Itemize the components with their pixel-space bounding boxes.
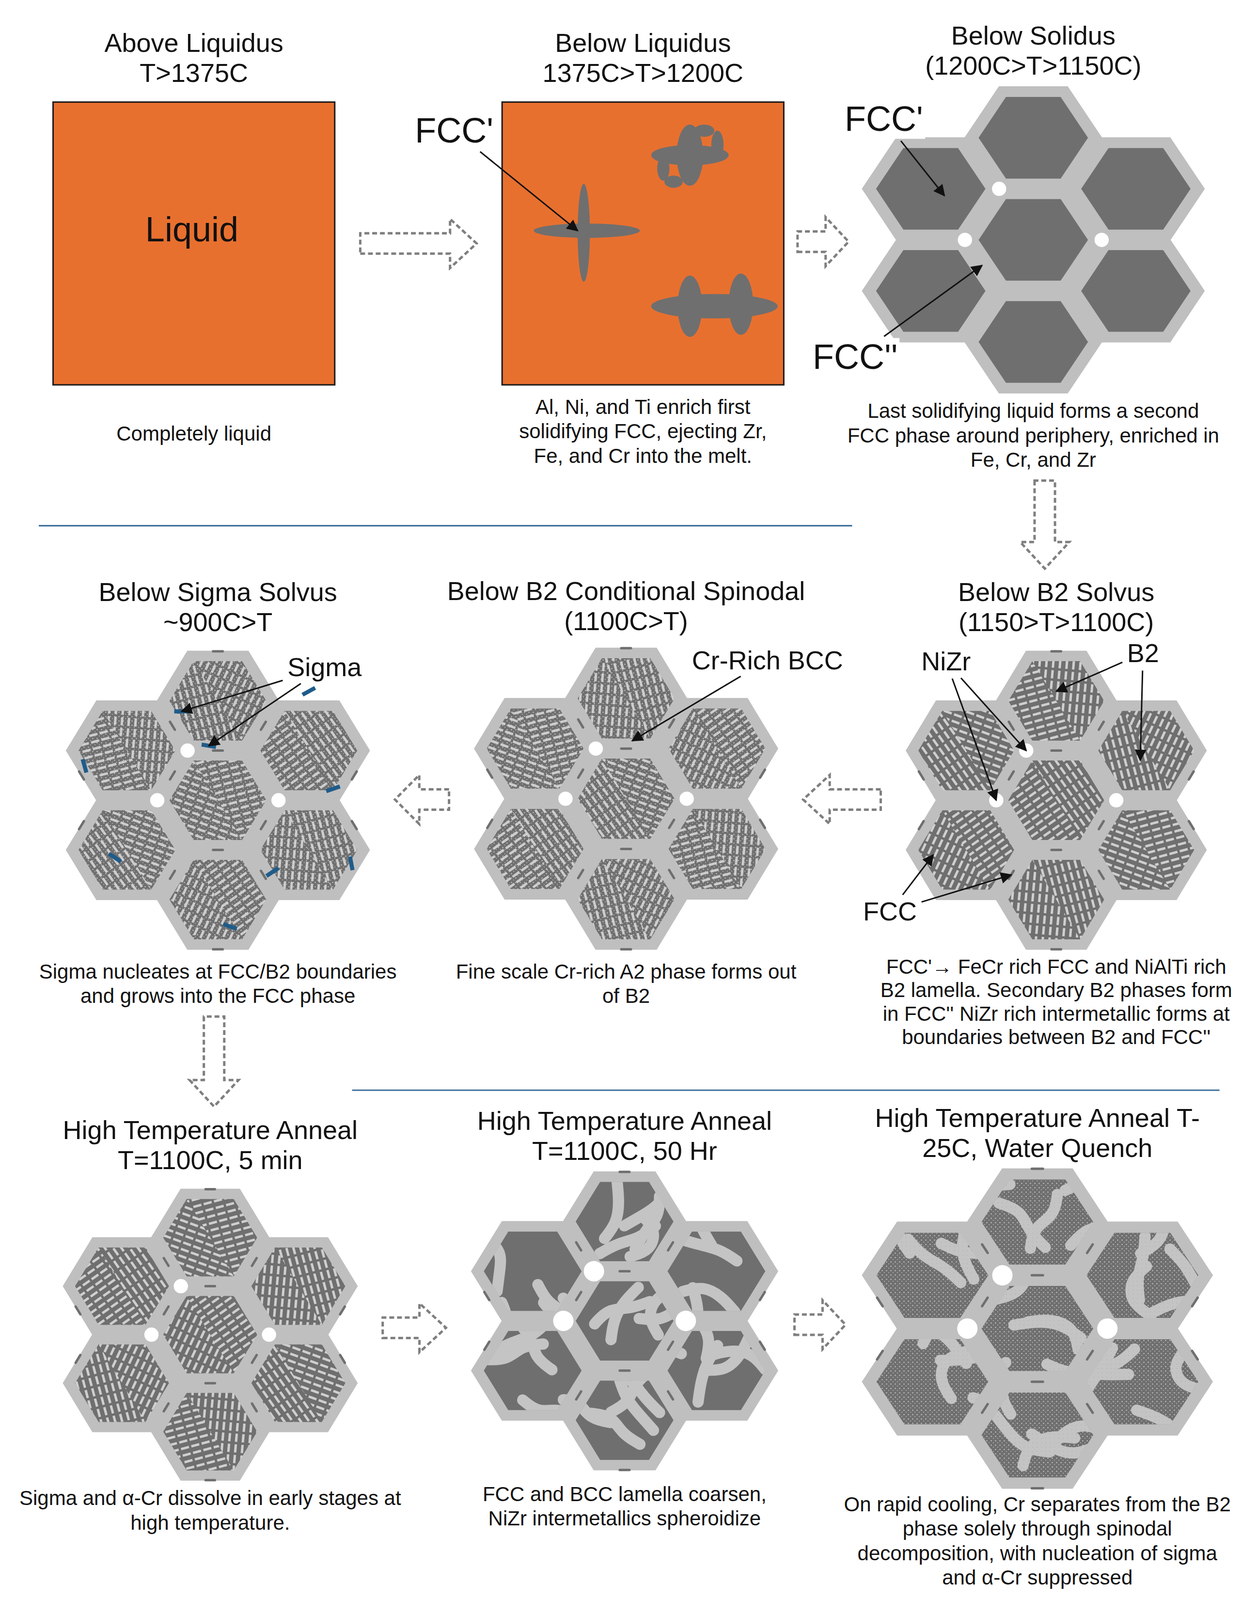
phase-label: FCC'' [810,338,900,377]
separator-line [352,1089,1220,1091]
nizr-particle [991,181,1007,196]
stage-panel: High Temperature Anneal T-25C, Water Que… [862,1168,1213,1488]
stage-caption: Al, Ni, and Ti enrich first solidifying … [507,394,779,469]
leader-line [902,854,934,896]
leader-line [960,677,1027,751]
phase-label: Sigma [285,653,364,682]
stage-caption: Last solidifying liquid forms a second F… [847,398,1220,472]
grain-cluster [906,651,1207,950]
nizr-particle [150,792,165,807]
process-arrow [382,1303,447,1353]
leader-line [921,874,1012,902]
nizr-particle [271,792,286,807]
stage-heading: Below Liquidus 1375C>T>1200C [531,27,755,88]
nizr-particle [144,1327,159,1342]
process-arrow [797,217,849,267]
nizr-particle [180,743,195,758]
nizr-particle [989,792,1004,807]
phase-label: B2 [1125,638,1162,668]
stage-panel: High Temperature Anneal T=1100C, 50 HrFC… [471,1171,778,1470]
stage-caption: On rapid cooling, Cr separates from the … [840,1492,1234,1590]
stage-caption: FCC and BCC lamella coarsen, NiZr interm… [466,1481,783,1531]
sigma-particle [326,786,340,792]
nizr-particle [957,232,972,247]
stage-caption: Sigma and α-Cr dissolve in early stages … [8,1485,412,1535]
grain-cluster [471,1171,795,1470]
leader-line [952,678,997,801]
leader-line [883,265,982,337]
grain-cluster [474,647,778,949]
nizr-particle [679,791,694,806]
sigma-particle [223,924,237,929]
dendrite [533,124,778,337]
nizr-particle [991,1264,1013,1286]
stage-heading: Below Sigma Solvus ~900C>T [84,576,352,637]
stage-caption: Sigma nucleates at FCC/B2 boundaries and… [34,959,402,1009]
nizr-particle [552,1310,574,1331]
stage-panel: Below Liquidus 1375C>T>1200CAl, Ni, and … [502,102,784,385]
liquid-square [53,102,335,385]
stage-caption: FCC'→ FeCr rich FCC and NiAlTi rich B2 l… [877,955,1235,1049]
stage-heading: Above Liquidus T>1375C [92,27,297,88]
sigma-particle [109,853,122,862]
phase-label: NiZr [919,646,973,676]
sigma-particle [349,856,353,870]
separator-line [38,524,852,527]
nizr-particle [558,791,573,806]
leader-line [208,683,301,746]
phase-label: FCC' [412,111,496,150]
liquid-square [502,102,784,385]
stage-heading: Below B2 Solvus (1150>T>1100C) [943,576,1170,637]
phase-label: Liquid [143,210,241,249]
nizr-particle [1097,1318,1118,1339]
grain-cluster [862,1168,1224,1488]
nizr-particle [583,1260,605,1282]
stage-heading: High Temperature Anneal T-25C, Water Que… [871,1102,1204,1163]
process-arrow [360,219,477,268]
phase-label: FCC' [842,100,926,139]
grain-cluster [63,1188,358,1480]
nizr-particle [261,1327,276,1342]
process-arrow [794,1299,846,1349]
nizr-particle [957,1318,978,1339]
process-arrow [802,774,881,824]
stage-heading: Below Solidus (1200C>T>1150C) [908,20,1159,81]
stage-heading: High Temperature Anneal T=1100C, 50 Hr [458,1105,791,1166]
nizr-particle [1109,792,1124,807]
stage-heading: Below B2 Conditional Spinodal (1100C>T) [425,575,827,636]
leader-lines [181,141,1143,902]
leader-line [632,676,741,741]
sigma-particle [302,687,315,695]
grain-cluster [66,651,370,950]
leader-line [1056,661,1123,692]
stage-caption: Completely liquid [71,421,316,446]
leader-line [1140,670,1143,761]
leader-line [480,151,578,231]
nizr-particle [588,741,603,756]
stage-panel: Below B2 Conditional Spinodal (1100C>T)F… [474,647,778,949]
process-arrow [1020,480,1070,569]
process-arrow [189,1016,239,1107]
nizr-particle [675,1310,696,1331]
sigma-particle [82,758,87,772]
nizr-particle [1094,232,1109,247]
sigma-particle [266,867,279,876]
phase-label: Cr-Rich BCC [690,645,846,675]
process-arrow [394,774,450,824]
leader-line [900,141,945,196]
phase-label: FCC [861,896,919,926]
nizr-particle [173,1278,188,1293]
stage-heading: High Temperature Anneal T=1100C, 5 min [44,1114,377,1175]
stage-panel: High Temperature Anneal T=1100C, 5 minSi… [63,1188,358,1480]
stage-panel: Below Sigma Solvus ~900C>TSigma nucleate… [66,651,370,950]
stage-caption: Fine scale Cr-rich A2 phase forms out of… [450,959,803,1009]
stage-panel: Below B2 Solvus (1150>T>1100C)FCC'→ FeCr… [906,651,1207,950]
